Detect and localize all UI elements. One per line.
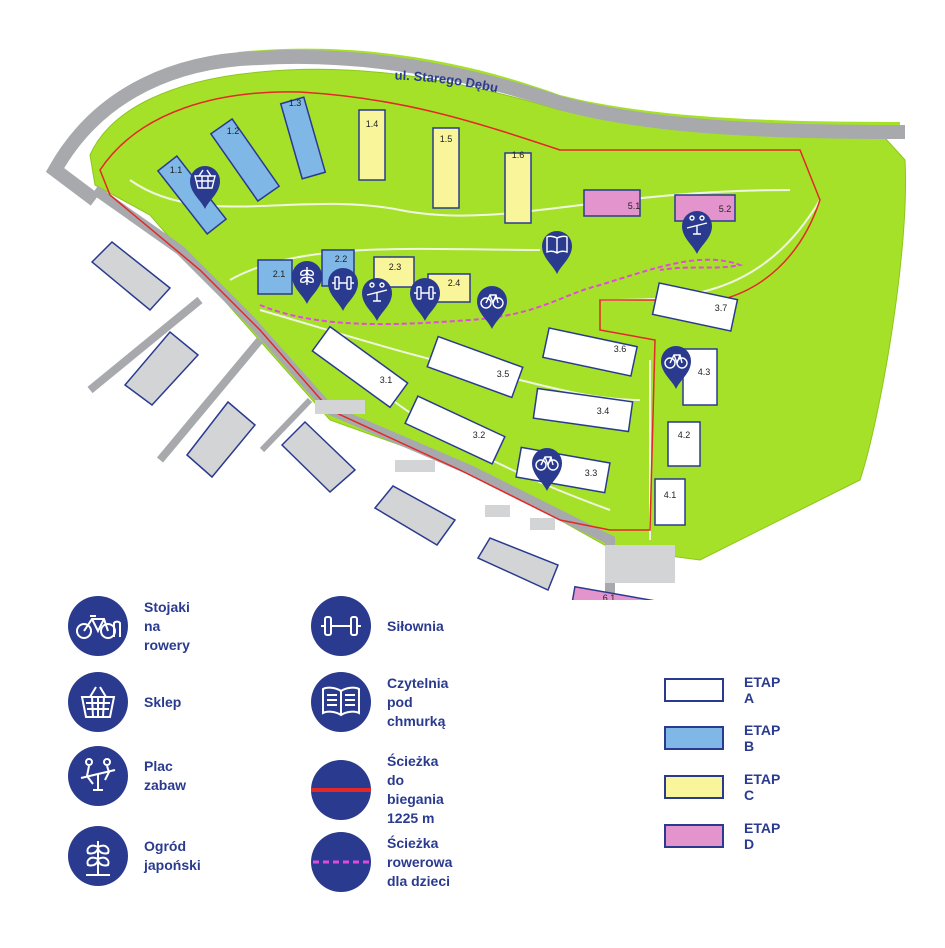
side-road-2 (156, 337, 264, 463)
building-3-6 (541, 327, 639, 377)
etap-d-swatch (664, 824, 724, 848)
building-label-4-3: 4.3 (698, 367, 711, 377)
marker-bike-icon (661, 346, 691, 389)
marker-book-icon (542, 231, 572, 274)
building-label-3-7: 3.7 (715, 303, 728, 313)
building-footprints (156, 96, 739, 600)
building-label-3-2: 3.2 (473, 430, 486, 440)
marker-bike-icon (477, 286, 507, 329)
marker-basket-icon (190, 166, 220, 209)
legend-running-path-label: Ścieżka do biegania 1225 m (387, 753, 444, 826)
building-3-7 (651, 282, 739, 332)
side-road-3 (259, 397, 313, 453)
running-path (99, 91, 821, 531)
basket-icon (68, 672, 128, 732)
playground-icon (68, 746, 128, 806)
etap-a-swatch (664, 678, 724, 702)
legend-gym-label: Siłownia (387, 617, 444, 634)
legend-bike-racks-label: Stojaki na rowery (144, 598, 190, 653)
building-5-1 (583, 189, 641, 217)
building-label-6-1: 6.1 (603, 593, 616, 600)
building-1-5 (432, 127, 460, 209)
building-label-4-2: 4.2 (678, 430, 691, 440)
legend-gym: Siłownia (311, 596, 444, 656)
legend-bike-path-label: Ścieżka rowerowa dla dzieci (387, 834, 453, 889)
book-icon (311, 672, 371, 732)
etap-b-swatch (664, 726, 724, 750)
building-label-3-3: 3.3 (585, 468, 598, 478)
bike-icon (68, 596, 128, 656)
legend-reading-label: Czytelnia pod chmurką (387, 674, 449, 729)
building-label-3-5: 3.5 (497, 369, 510, 379)
bike-path-swatch (311, 832, 371, 892)
building-label-5-2: 5.2 (719, 204, 732, 214)
building-4-2 (667, 421, 701, 467)
legend-etap-c: ETAP C (664, 771, 780, 803)
building-1-4 (358, 109, 386, 181)
neighbor-buildings (90, 240, 559, 592)
legend-bike-path: Ścieżka rowerowa dla dzieci (311, 832, 452, 892)
plant-icon (68, 826, 128, 886)
building-1-6 (504, 152, 532, 224)
building-label-2-3: 2.3 (389, 262, 402, 272)
building-2-1 (257, 259, 293, 295)
building-label-1-3: 1.3 (289, 98, 302, 108)
building-3-2 (404, 395, 506, 465)
marker-bike-icon (532, 448, 562, 491)
legend-playground: Plac zabaw (68, 746, 186, 806)
side-road-1 (87, 296, 203, 394)
etap-a-label: ETAP A (744, 674, 781, 706)
building-label-3-4: 3.4 (597, 406, 610, 416)
parking-lots (315, 400, 675, 583)
building-3-5 (426, 335, 524, 399)
marker-dumbbell-icon (410, 278, 440, 321)
legend-japanese-garden-label: Ogród japoński (144, 838, 201, 873)
legend-playground-label: Plac zabaw (144, 758, 187, 793)
building-label-2-1: 2.1 (273, 269, 286, 279)
legend-reading: Czytelnia pod chmurką (311, 672, 448, 732)
marker-plant-icon (292, 261, 322, 304)
site-map: 1.1 1.2 1.3 1.4 1.5 1.6 5.1 5.2 2.1 2.2 2.3 2.4 3.7 3… (45, 48, 907, 600)
building-labels: 1.1 1.2 1.3 1.4 1.5 1.6 5.1 5.2 2.1 2.2 2.3 2.4 3.7 3… (170, 98, 732, 600)
legend-bike-racks: Stojaki na rowery (68, 596, 190, 656)
building-label-1-5: 1.5 (440, 134, 453, 144)
legend-etap-b: ETAP B (664, 722, 780, 754)
main-road (45, 49, 906, 206)
bike-path (259, 258, 744, 326)
building-label-3-1: 3.1 (380, 375, 393, 385)
building-4-1 (654, 478, 686, 526)
building-3-1 (311, 325, 409, 409)
marker-dumbbell-icon (328, 268, 358, 311)
building-label-3-6: 3.6 (614, 344, 627, 354)
building-label-5-1: 5.1 (628, 201, 641, 211)
building-1-2 (209, 117, 281, 203)
running-path-swatch (311, 760, 371, 820)
etap-c-label: ETAP C (744, 771, 781, 803)
building-label-4-1: 4.1 (664, 490, 677, 500)
building-1-3 (279, 96, 327, 180)
marker-playground-icon (362, 278, 392, 321)
building-label-1-2: 1.2 (227, 126, 240, 136)
map-markers (190, 166, 712, 491)
building-2-3 (373, 256, 415, 288)
building-label-2-4: 2.4 (448, 278, 461, 288)
etap-b-label: ETAP B (744, 722, 781, 754)
legend-japanese-garden: Ogród japoński (68, 826, 201, 886)
dumbbell-icon (311, 596, 371, 656)
legend-etap-d: ETAP D (664, 820, 780, 852)
legend-shop-label: Sklep (144, 693, 182, 710)
building-label-1-6: 1.6 (512, 150, 525, 160)
building-label-1-4: 1.4 (366, 119, 379, 129)
building-label-1-1: 1.1 (170, 165, 183, 175)
marker-playground-icon (682, 211, 712, 254)
legend-etap-a: ETAP A (664, 674, 780, 706)
legend-running-path: Ścieżka do biegania 1225 m (311, 752, 444, 828)
building-label-2-2: 2.2 (335, 254, 348, 264)
etap-c-swatch (664, 775, 724, 799)
legend-shop: Sklep (68, 672, 181, 732)
building-6-1 (569, 585, 661, 600)
etap-d-label: ETAP D (744, 820, 781, 852)
building-3-4 (532, 387, 634, 433)
